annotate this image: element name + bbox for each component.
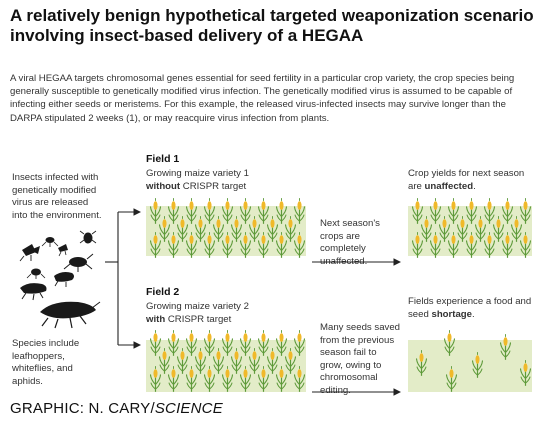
- field2-result-crop-panel: [408, 340, 532, 392]
- field1-desc-bold: without: [146, 180, 181, 192]
- field1-next-season-text: Next season's crops are completely unaff…: [320, 218, 380, 267]
- field2-title: Field 2: [146, 286, 180, 298]
- credit-prefix: GRAPHIC: N. CARY/: [10, 400, 155, 417]
- insect-aphid-small-icon: [41, 237, 59, 247]
- insect-aphid-mid-icon: [26, 268, 46, 279]
- insect-beetle-icon: [79, 230, 97, 244]
- field1-result-text: Crop yields for next season are unaffect…: [408, 168, 538, 193]
- field1-result-bold: unaffected: [424, 180, 474, 192]
- field2-desc-bold: with: [146, 313, 166, 325]
- credit-italic: SCIENCE: [154, 400, 223, 417]
- field2-description: Growing maize variety 2 with CRISPR targ…: [146, 301, 306, 326]
- field1-result-pre: Crop yields for next season are: [408, 168, 525, 192]
- insect-aphid-icon: [63, 253, 94, 272]
- insect-whitefly-icon: [19, 244, 40, 262]
- field2-result-bold: shortage: [431, 308, 473, 320]
- field1-description: Growing maize variety 1 without CRISPR t…: [146, 168, 306, 193]
- insects-released-text: Insects infected with genetically modifi…: [12, 172, 102, 221]
- insect-group: [19, 230, 101, 329]
- intro-paragraph: A viral HEGAA targets chromosomal genes …: [10, 73, 515, 124]
- field1-result-crop-panel: [408, 206, 532, 256]
- field1-result-post: .: [473, 180, 476, 192]
- species-text: Species include leafhoppers, whiteflies,…: [12, 338, 80, 387]
- field2-next-season-text: Many seeds saved from the previous seaso…: [320, 322, 400, 396]
- field1-desc-rest: CRISPR target: [180, 180, 247, 192]
- graphic-credit: GRAPHIC: N. CARY/SCIENCE: [10, 400, 223, 417]
- field2-result-text: Fields experience a food and seed shorta…: [408, 296, 538, 321]
- field2-result-post: .: [472, 308, 475, 320]
- insect-whitefly-small-icon: [58, 244, 68, 257]
- field2-crop-panel: [146, 340, 306, 392]
- field1-desc-line1: Growing maize variety 1: [146, 168, 249, 179]
- insect-leafhopper-icon: [40, 301, 101, 329]
- insect-leafhopper-small-icon: [20, 283, 47, 301]
- insect-leafhopper-mid-icon: [54, 272, 74, 287]
- diagram-title: A relatively benign hypothetical targete…: [10, 6, 534, 45]
- field1-title: Field 1: [146, 153, 180, 165]
- field2-desc-line1: Growing maize variety 2: [146, 301, 249, 312]
- field2-result-pre: Fields experience a food and seed: [408, 296, 532, 320]
- field2-desc-rest: CRISPR target: [165, 313, 232, 325]
- field1-crop-panel: [146, 206, 306, 256]
